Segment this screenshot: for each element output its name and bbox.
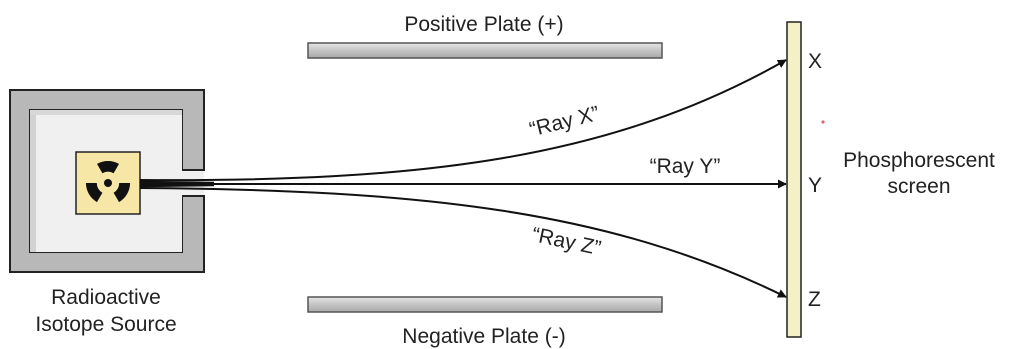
radiation-blade-left — [85, 183, 103, 203]
radioactive-source: Radioactive Isotope Source — [9, 89, 205, 336]
screen-bar — [786, 21, 802, 338]
ray-beam-bundle — [139, 180, 215, 188]
screen-point-y-label: Y — [808, 174, 822, 197]
source-cavity-shadow-top — [30, 110, 182, 115]
negative-plate-bar — [307, 296, 663, 313]
screen-point-z-label: Z — [808, 288, 821, 311]
ray-y-label: “Ray Y” — [650, 155, 721, 178]
radiation-blade-top — [97, 160, 119, 174]
screen-point-x-label: X — [808, 50, 822, 73]
screen-label-line2: screen — [887, 175, 950, 198]
ray-x-path — [139, 59, 787, 182]
marker-dot — [821, 120, 825, 124]
positive-plate: Positive Plate (+) — [307, 13, 663, 59]
negative-plate-label: Negative Plate (-) — [402, 325, 565, 348]
source-label-line1: Radioactive — [51, 286, 161, 309]
ray-z-path — [139, 187, 787, 298]
radiation-center-dot — [104, 179, 112, 187]
screen-label-line1: Phosphorescent — [843, 149, 995, 172]
negative-plate: Negative Plate (-) — [307, 296, 663, 348]
phosphorescent-screen: X Y Z Phosphorescent screen — [786, 21, 995, 338]
positive-plate-label: Positive Plate (+) — [404, 13, 563, 36]
source-label-line2: Isotope Source — [35, 313, 176, 336]
radiation-blade-right — [113, 183, 131, 203]
source-cavity-shadow-left — [30, 110, 36, 252]
positive-plate-bar — [307, 42, 663, 59]
rays — [139, 59, 787, 298]
radiation-trefoil-icon — [75, 151, 141, 215]
ray-x-label: “Ray X” — [527, 102, 602, 142]
